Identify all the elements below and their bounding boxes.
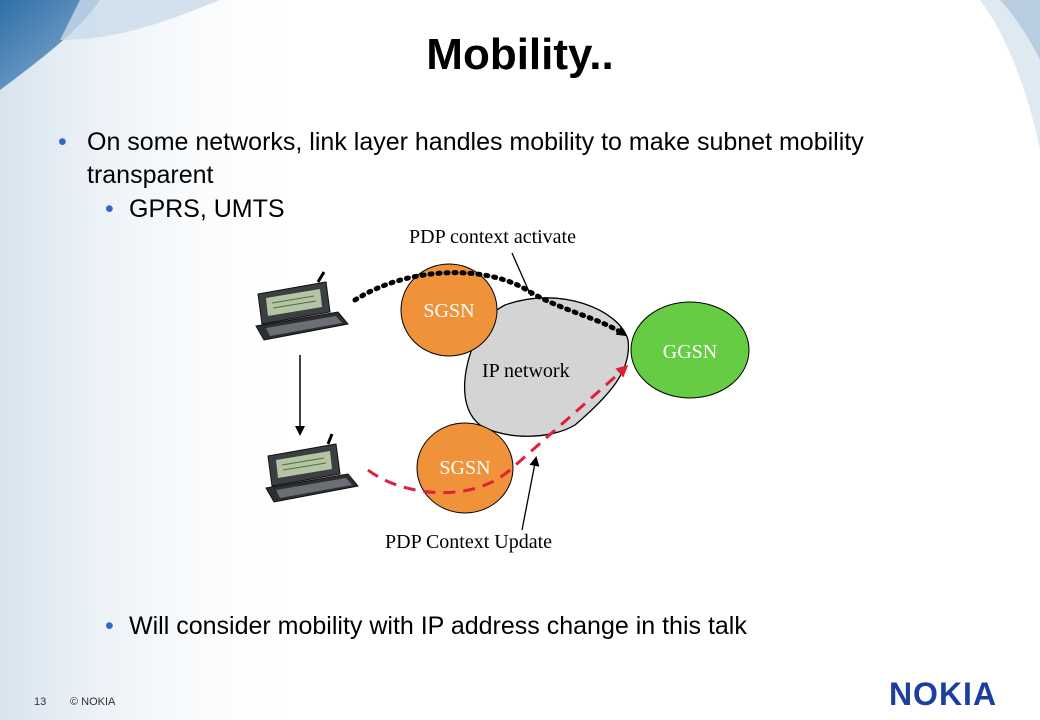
bullet-text: GPRS, UMTS: [129, 195, 285, 223]
bullet-dot: •: [105, 612, 114, 640]
bullet-dot: •: [58, 128, 67, 156]
nokia-logo: NOKIA: [889, 676, 997, 710]
sgsn-top-label: SGSN: [423, 300, 474, 322]
bullet-link-layer: • On some networks, link layer handles m…: [58, 126, 987, 192]
nokia-logo-text: NOKIA: [889, 676, 997, 710]
update-callout-line: [521, 456, 540, 531]
bullet-ip-address-change: • Will consider mobility with IP address…: [105, 610, 747, 643]
pdp-activate-path: [352, 270, 628, 338]
activate-callout-line: [511, 252, 532, 297]
ip-network-label: IP network: [482, 360, 570, 382]
bullet-dot: •: [105, 195, 114, 223]
slide-title: Mobility..: [426, 30, 614, 79]
sgsn-top-node: [400, 263, 498, 357]
top-phone-icon: [255, 271, 349, 341]
bullet-gprs-umts: • GPRS, UMTS: [105, 193, 285, 226]
bullet-text: On some networks, link layer handles mob…: [87, 128, 864, 189]
pdp-activate-label: PDP context activate: [409, 226, 576, 248]
ggsn-node: [630, 301, 750, 399]
pdp-update-label: PDP Context Update: [385, 531, 552, 553]
ggsn-label: GGSN: [663, 341, 717, 363]
sgsn-bottom-label: SGSN: [439, 457, 490, 479]
bottom-phone-icon: [265, 433, 359, 503]
sgsn-bottom-node: [416, 422, 514, 514]
bullet-text: Will consider mobility with IP address c…: [129, 612, 747, 640]
pdp-update-path: [367, 364, 629, 495]
copyright-notice: © NOKIA: [70, 696, 116, 708]
page-number: 13: [34, 696, 47, 708]
